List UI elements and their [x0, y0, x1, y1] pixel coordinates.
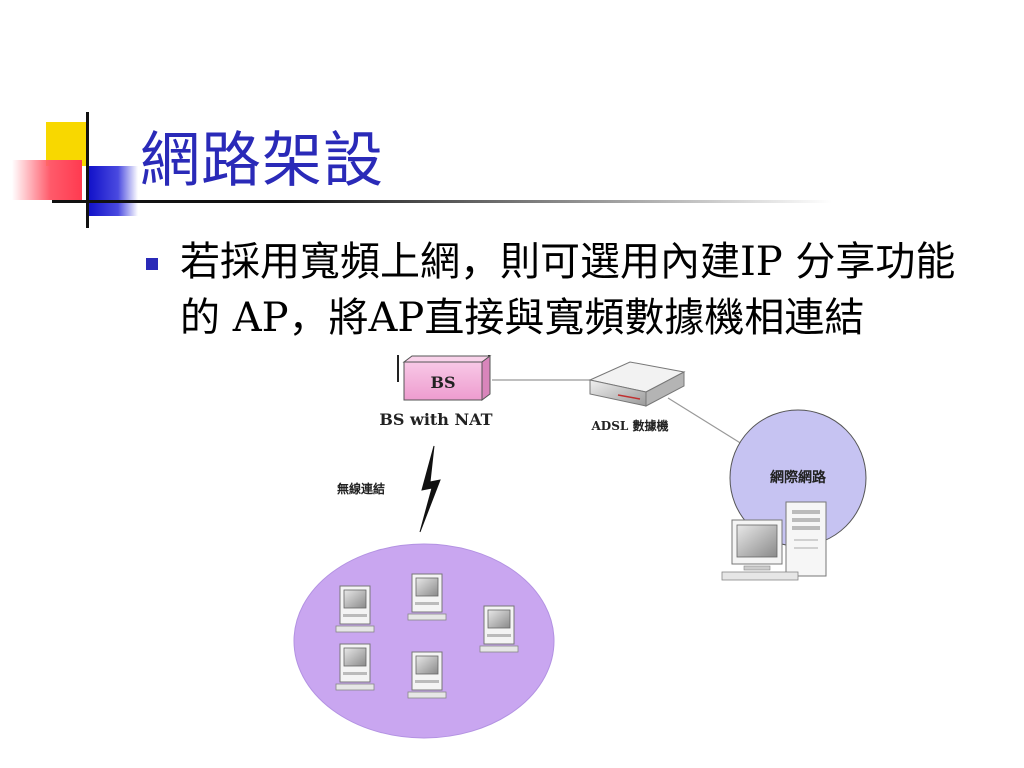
modem-internet-link — [667, 397, 743, 445]
internet-label: 網際網路 — [770, 469, 827, 486]
yellow-square-decoration — [46, 122, 88, 166]
server-icon — [785, 501, 827, 577]
bs-box-label: BS — [430, 373, 455, 392]
lan-cloud — [293, 543, 555, 739]
red-square-decoration — [12, 160, 82, 200]
blue-square-decoration — [88, 166, 138, 216]
workstation-icon — [721, 519, 799, 581]
wireless-bolt-icon — [419, 445, 441, 533]
square-bullet-icon — [146, 258, 158, 270]
slide-title: 網路架設 — [140, 126, 384, 196]
title-underline — [52, 200, 832, 203]
bs-caption: BS with NAT — [379, 410, 492, 429]
vertical-rule — [86, 112, 89, 228]
modem-caption: ADSL 數據機 — [591, 418, 669, 433]
wireless-label: 無線連結 — [337, 481, 385, 496]
bullet-text: 若採用寬頻上網，則可選用內建IP 分享功能的 AP，將AP直接與寬頻數據機相連結 — [180, 239, 956, 341]
bs-device: BS — [397, 355, 492, 401]
adsl-modem-icon — [588, 361, 686, 407]
